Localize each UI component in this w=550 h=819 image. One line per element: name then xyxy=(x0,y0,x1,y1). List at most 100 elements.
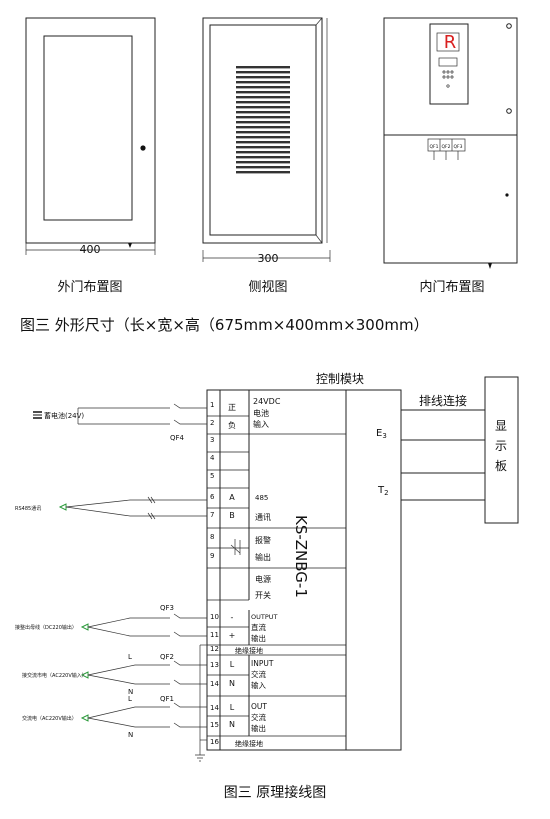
vent-slot xyxy=(236,66,290,69)
label-l-14: L xyxy=(230,703,235,712)
vent-slot xyxy=(236,111,290,114)
rs485-label: RS485通讯 xyxy=(15,505,41,512)
vent-slot xyxy=(236,101,290,104)
label-a: A xyxy=(229,493,235,502)
terminal-number: 4 xyxy=(210,454,215,462)
ac-in-n: N xyxy=(128,688,133,696)
label-dc-input: 输入 xyxy=(253,419,269,429)
vent-slot xyxy=(236,126,290,129)
vent-slot xyxy=(236,81,290,84)
terminal-number: 1 xyxy=(210,401,214,409)
terminal-number: 14 xyxy=(210,680,219,688)
label-ac-out: 交流 xyxy=(251,712,266,722)
terminal-number: 7 xyxy=(210,511,214,519)
qf1-label: QF1 xyxy=(160,695,174,703)
terminal-number: 8 xyxy=(210,533,214,541)
label-out: OUT xyxy=(251,702,267,711)
side-view: 300 xyxy=(202,17,331,265)
label-input: INPUT xyxy=(251,659,274,668)
caption-outer-door: 外门布置图 xyxy=(57,280,122,295)
side-width-label: 300 xyxy=(258,252,279,265)
vent-slot xyxy=(236,156,290,159)
qf2-label: QF2 xyxy=(160,653,174,661)
label-minus: - xyxy=(231,613,234,622)
figure-caption-wiring: 图三 原理接线图 xyxy=(224,784,326,801)
dc-output-label: 接整出母线（DC220输出） xyxy=(15,624,77,631)
inner-r-mark: R xyxy=(444,32,457,53)
outer-door-view: 400 xyxy=(25,17,156,256)
label-plus: + xyxy=(229,631,236,640)
terminal-number: 10 xyxy=(210,613,219,621)
vent-slot xyxy=(236,136,290,139)
caption-inner-door: 内门布置图 xyxy=(419,279,484,295)
display-board-3: 板 xyxy=(495,459,507,473)
label-switch: 开关 xyxy=(255,590,271,600)
label-l-13: L xyxy=(230,660,235,669)
vent-slot xyxy=(236,86,290,89)
qf4-label: QF4 xyxy=(170,434,185,442)
caption-side-view: 侧视图 xyxy=(248,280,287,295)
display-board-1: 显 xyxy=(495,419,507,433)
terminal-number: 9 xyxy=(210,552,214,560)
terminal-number: 6 xyxy=(210,493,215,501)
inner-door-view: R QF1 QF2 QF3 xyxy=(383,17,518,269)
vent-slot xyxy=(236,116,290,119)
label-n-15: N xyxy=(229,720,235,729)
ac-input-label: 接交流市电（AC220V输入） xyxy=(22,672,87,679)
terminal-number: 11 xyxy=(210,631,219,639)
label-dc-out: 直流 xyxy=(251,622,266,632)
label-battery: 电池 xyxy=(253,408,269,418)
inner-qf1: QF1 xyxy=(430,144,439,150)
vent-slot xyxy=(236,151,290,154)
terminal-number: 12 xyxy=(210,645,219,653)
qf3-label: QF3 xyxy=(160,604,174,612)
label-ground-16: 绝缘接地 xyxy=(235,739,263,748)
label-24vdc: 24VDC xyxy=(253,397,281,406)
label-alarm: 报警 xyxy=(255,535,271,545)
vent-slot xyxy=(236,71,290,74)
label-comm: 通讯 xyxy=(255,512,271,522)
vent-slot xyxy=(236,96,290,99)
label-alarm-output: 输出 xyxy=(255,552,271,562)
vent-slot xyxy=(236,121,290,124)
vent-slot xyxy=(236,166,290,169)
battery-label: 蓄电池(24V) xyxy=(44,411,84,420)
terminal-number: 15 xyxy=(210,721,219,729)
label-ac-output: 输出 xyxy=(251,723,266,733)
door-width-label: 400 xyxy=(80,243,101,256)
label-ac-input: 输入 xyxy=(251,680,266,690)
terminal-number: 16 xyxy=(210,738,219,746)
terminal-number: 13 xyxy=(210,661,219,669)
ac-in-l: L xyxy=(128,653,132,661)
vent-slot xyxy=(236,76,290,79)
vent-slot xyxy=(236,131,290,134)
terminal-number: 5 xyxy=(210,472,214,480)
figure-caption-dimensions: 图三 外形尺寸（长×宽×高（675mm×400mm×300mm） xyxy=(20,316,429,334)
label-output: OUTPUT xyxy=(251,613,278,621)
ac-out-l: L xyxy=(128,695,132,703)
label-ground-12: 绝缘接地 xyxy=(235,646,263,655)
model-name: KS-ZNBG-1 xyxy=(292,515,310,598)
terminal-number: 2 xyxy=(210,419,214,427)
label-dc-out-2: 输出 xyxy=(251,633,266,643)
ribbon-label: 排线连接 xyxy=(419,393,467,408)
label-positive: 正 xyxy=(228,403,236,412)
label-b: B xyxy=(229,511,235,520)
label-ac: 交流 xyxy=(251,669,266,679)
vent-slot xyxy=(236,91,290,94)
terminal-number: 3 xyxy=(210,436,214,444)
module-title: 控制模块 xyxy=(316,372,364,386)
inner-qf3: QF3 xyxy=(454,144,463,150)
terminal-number: 14 xyxy=(210,704,219,712)
ac-out-n: N xyxy=(128,731,133,739)
inner-qf2: QF2 xyxy=(442,144,451,150)
vent-slot xyxy=(236,106,290,109)
vent-slot xyxy=(236,161,290,164)
ac-output-label: 交流电（AC220V输出） xyxy=(22,715,77,722)
port-e3: E3 xyxy=(376,428,387,440)
label-485: 485 xyxy=(255,494,268,502)
vent-slot xyxy=(236,146,290,149)
vent-slot xyxy=(236,171,290,174)
label-n-14: N xyxy=(229,679,235,688)
